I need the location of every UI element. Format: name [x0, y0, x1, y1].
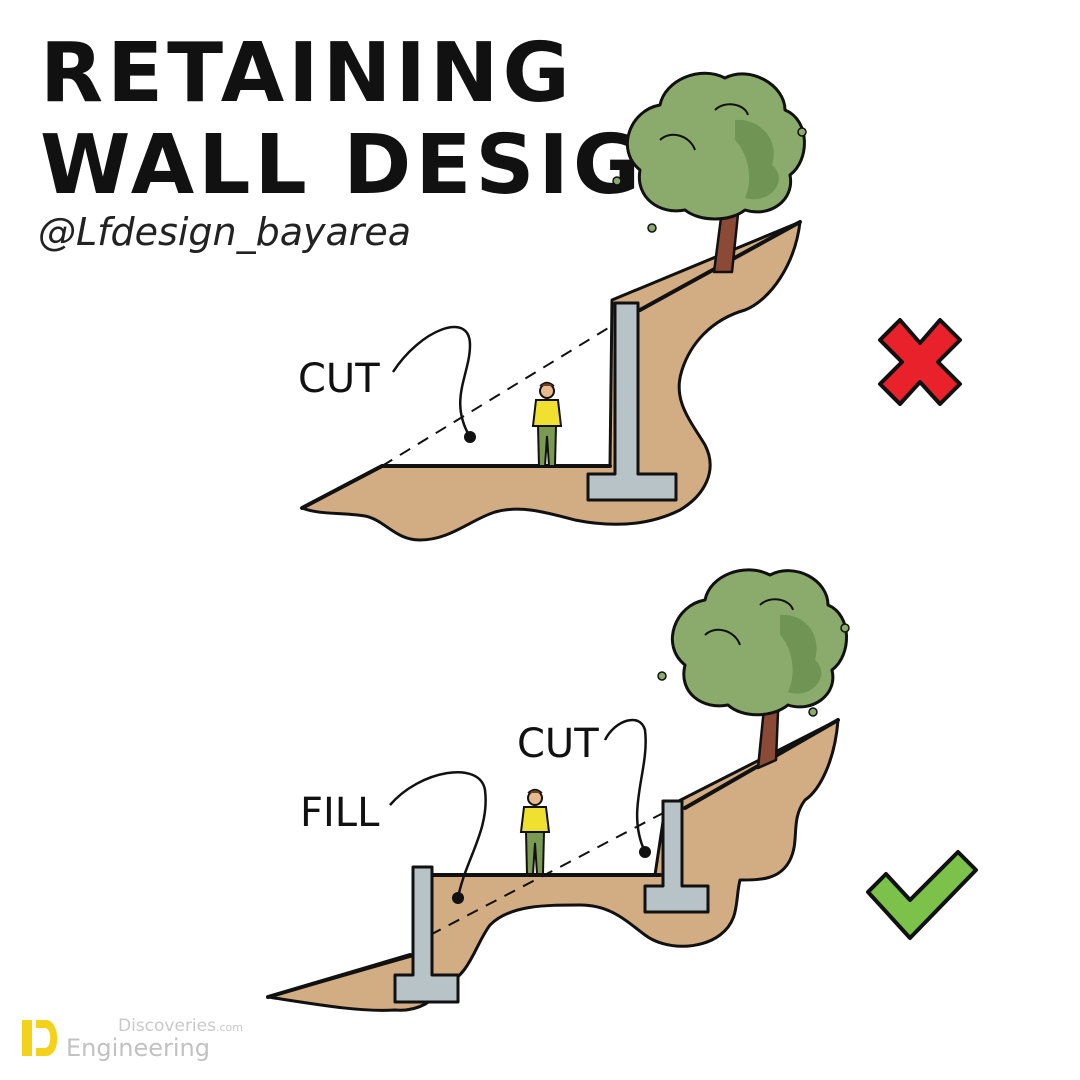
original-grade-dashed-top: [381, 321, 619, 467]
cut-label-bottom: CUT: [517, 721, 599, 767]
fill-point: [452, 892, 464, 904]
soil-mass-top: [300, 220, 802, 542]
cut-leader-line-top: [391, 325, 472, 438]
person-figure-top: [531, 381, 563, 467]
page-title: RETAINING WALL DESIGN: [40, 28, 717, 212]
person-figure-bottom: [519, 788, 551, 875]
title-line-1: RETAINING: [40, 26, 574, 121]
author-handle: @Lfdesign_bayarea: [38, 210, 412, 254]
fill-label: FILL: [300, 790, 380, 836]
watermark-logo: Discoveries.com Engineering: [20, 1012, 280, 1072]
retaining-wall-upper: [643, 799, 710, 914]
cut-leader-line-bottom: [603, 718, 647, 853]
cut-point-top: [464, 431, 476, 443]
original-grade-dashed-bottom: [429, 811, 666, 936]
retaining-wall-top: [586, 301, 678, 502]
tree-top: [612, 71, 807, 274]
title-line-2: WALL DESIGN: [40, 118, 717, 213]
retaining-wall-lower: [393, 865, 460, 1004]
scene-bad: CUT: [298, 71, 962, 542]
scene-good: FILL CUT: [266, 568, 978, 1012]
cut-point-bottom: [639, 846, 651, 858]
watermark-main-text: Engineering: [66, 1034, 210, 1062]
red-x-icon: [878, 318, 962, 406]
lower-slope-line-bottom: [266, 953, 412, 999]
brand-mark-icon: [22, 1020, 58, 1056]
cut-label-top: CUT: [298, 356, 380, 402]
watermark-top-text: Discoveries.com: [118, 1016, 243, 1036]
green-check-icon: [866, 850, 978, 940]
fill-leader-line: [389, 771, 487, 899]
tree-bottom: [657, 568, 850, 770]
